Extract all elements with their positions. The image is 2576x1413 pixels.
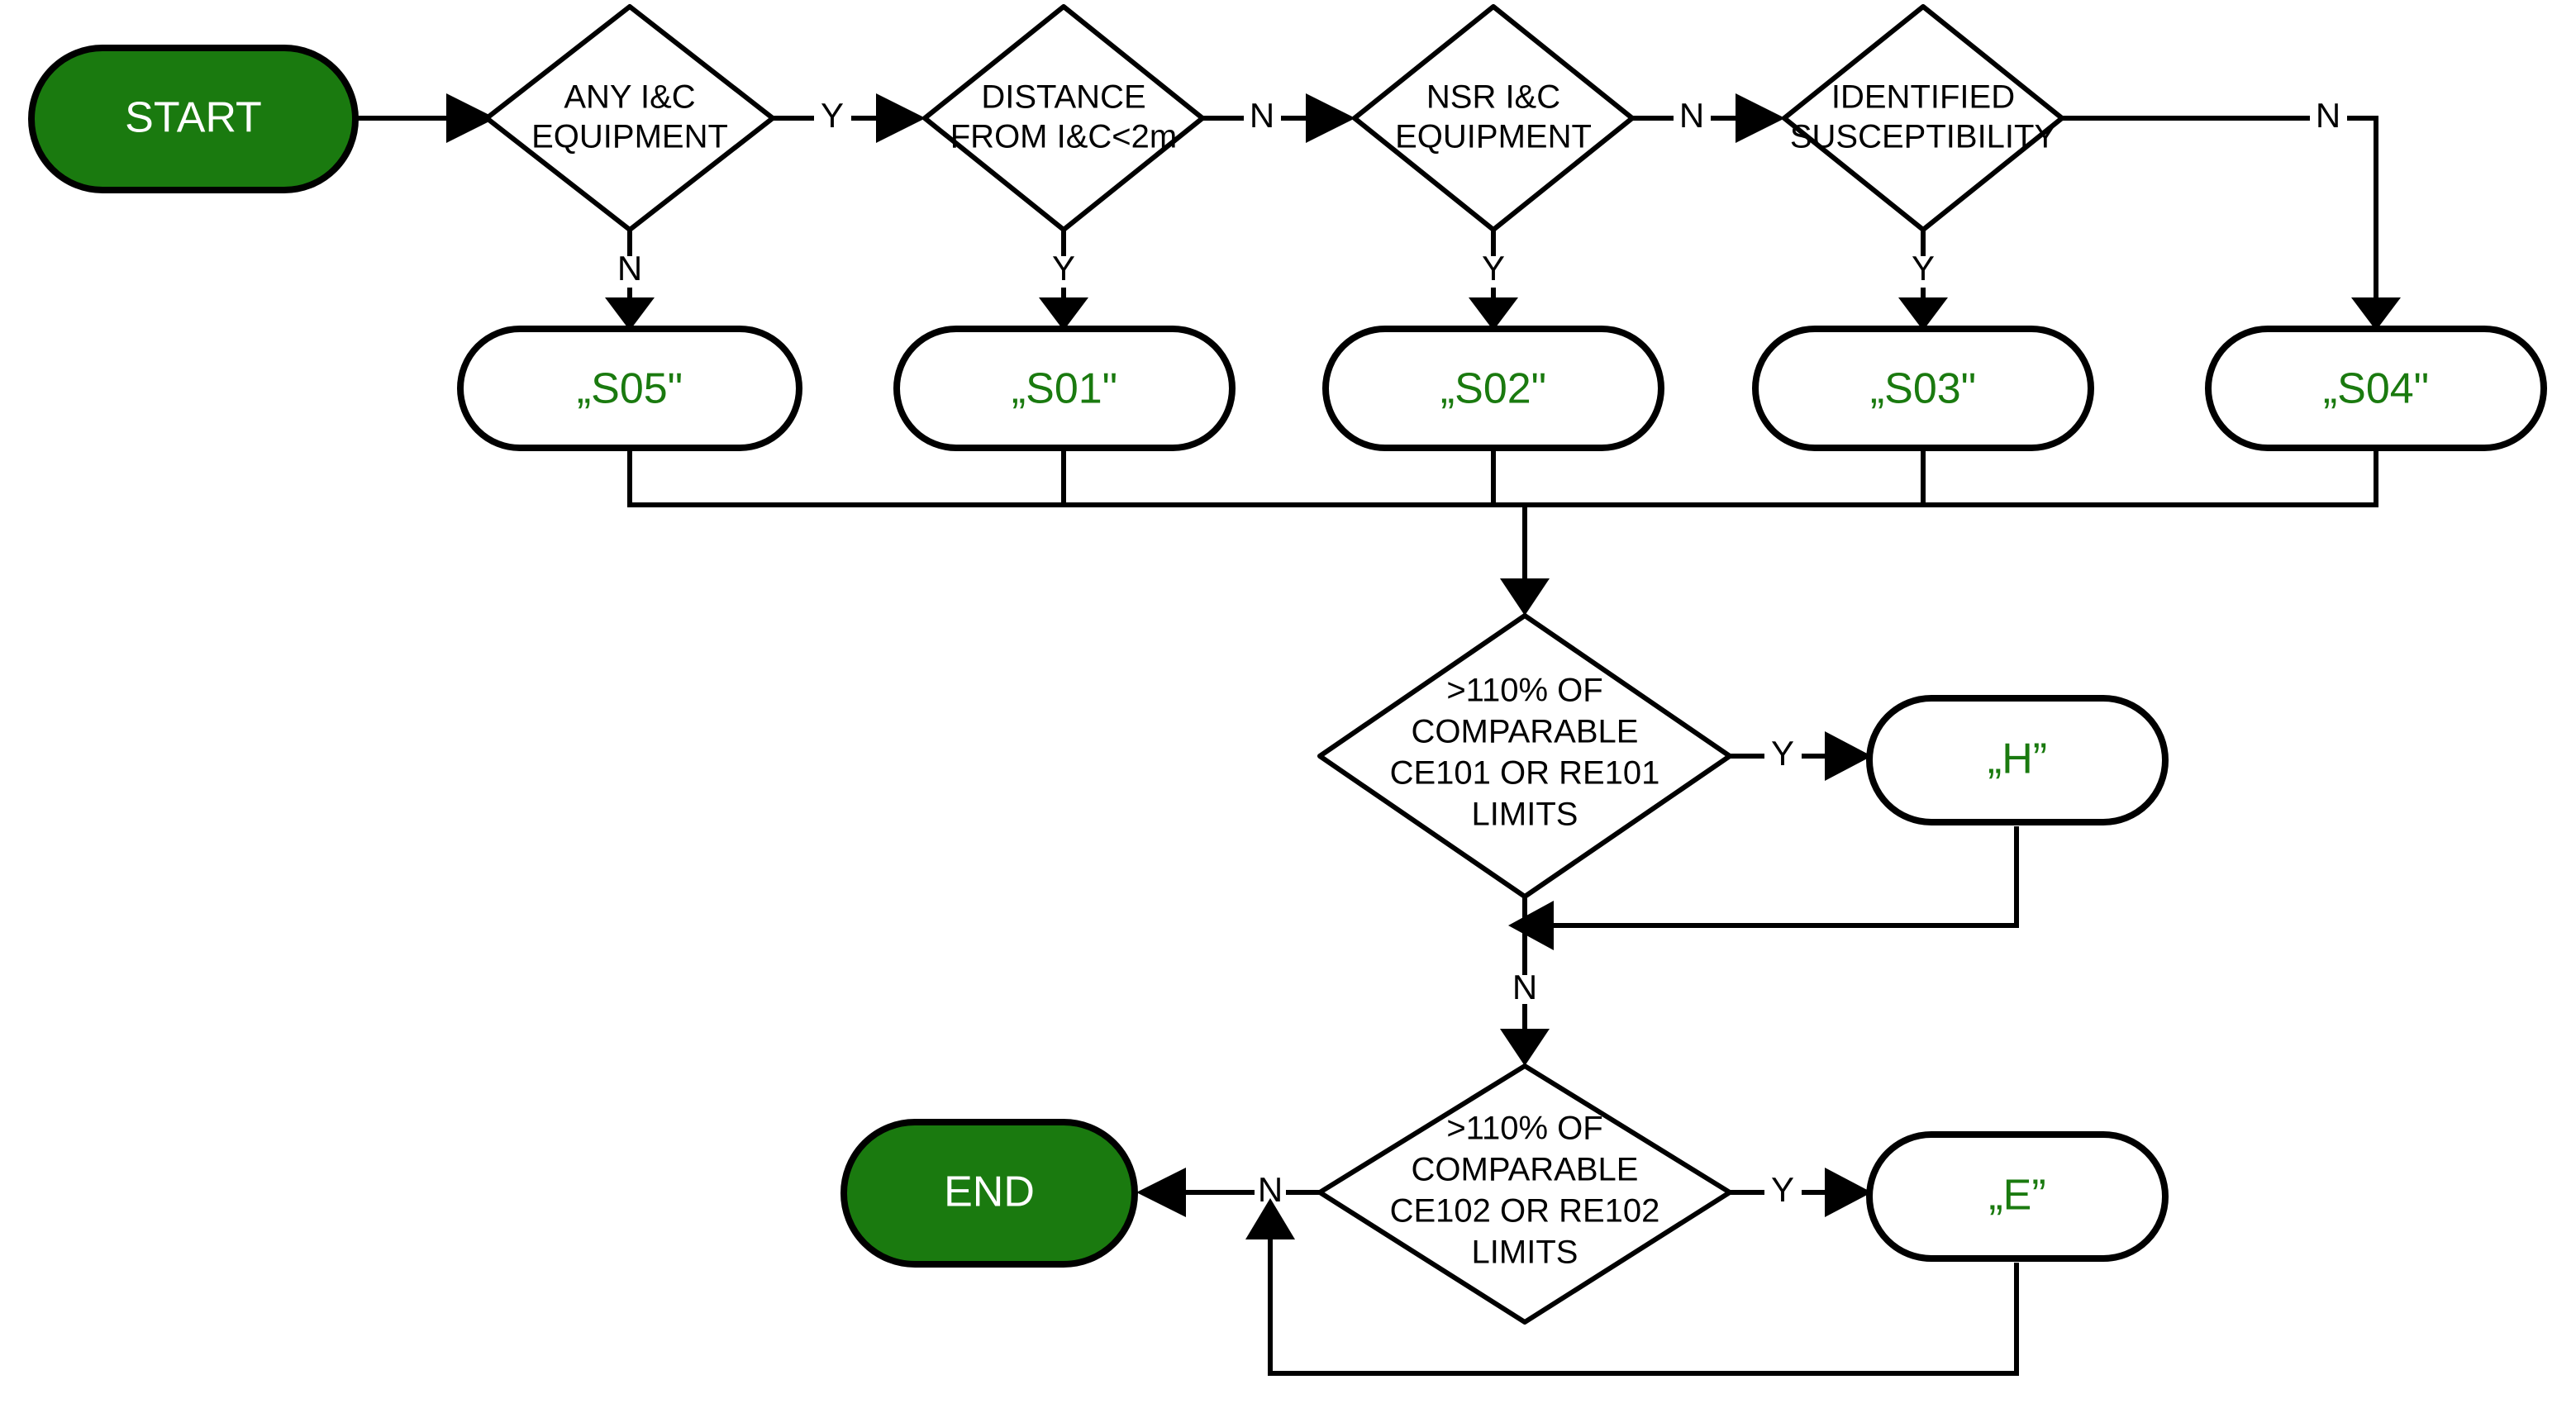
node-start-label: START: [125, 94, 262, 142]
edge-d3-no-to-d4: [1632, 93, 1785, 143]
node-d6-line4: LIMITS: [1472, 1235, 1578, 1271]
node-s01-label: „S01": [1012, 365, 1117, 413]
node-s03-label: „S03": [1870, 365, 1976, 413]
edge-d1-yes-to-d2: [773, 93, 926, 143]
node-h-label: „H”: [1988, 735, 2047, 783]
node-process-h[interactable]: „H”: [1866, 695, 2169, 825]
node-decision-identified-susceptibility[interactable]: IDENTIFIED SUSCEPTIBILITY: [1782, 4, 2064, 232]
node-d3-line1: NSR I&C: [1426, 79, 1560, 116]
node-end-label: END: [944, 1168, 1035, 1216]
node-process-s02[interactable]: „S02": [1322, 326, 1664, 451]
edge-d5-no-to-d6: [1500, 897, 1550, 1066]
node-decision-ce102-re102[interactable]: >110% OF COMPARABLE CE102 OR RE102 LIMIT…: [1317, 1063, 1732, 1325]
node-process-s01[interactable]: „S01": [893, 326, 1236, 451]
node-start[interactable]: START: [28, 45, 359, 193]
edge-d2-no-to-d3: [1202, 93, 1355, 143]
node-decision-distance-from-ic[interactable]: DISTANCE FROM I&C<2m: [922, 4, 1205, 232]
edge-h-feedback: [1508, 826, 2019, 950]
edge-label-d6-yes: Y: [1771, 1170, 1794, 1209]
node-process-s03[interactable]: „S03": [1752, 326, 2094, 451]
edge-label-d3-yes: Y: [1482, 249, 1505, 288]
node-d6-line1: >110% OF: [1446, 1111, 1602, 1147]
node-d5-line3: CE101 OR RE101: [1390, 755, 1660, 792]
node-d2-line2: FROM I&C<2m: [950, 119, 1177, 155]
edge-label-d5-yes: Y: [1771, 734, 1794, 773]
edge-merge-bus: [627, 446, 2378, 616]
node-s04-label: „S04": [2323, 365, 2429, 413]
edge-label-d6-no: N: [1258, 1170, 1283, 1209]
node-decision-ce101-re101[interactable]: >110% OF COMPARABLE CE101 OR RE101 LIMIT…: [1317, 613, 1732, 899]
node-d1-line2: EQUIPMENT: [531, 119, 728, 155]
node-decision-any-ic-equipment[interactable]: ANY I&C EQUIPMENT: [484, 4, 775, 232]
node-end[interactable]: END: [840, 1119, 1138, 1268]
node-process-s05[interactable]: „S05": [457, 326, 802, 451]
node-s02-label: „S02": [1440, 365, 1546, 413]
node-d4-line1: IDENTIFIED: [1831, 79, 2015, 116]
edge-d6-no-to-end: [1136, 1168, 1320, 1217]
node-d6-line2: COMPARABLE: [1412, 1152, 1639, 1188]
node-d5-line1: >110% OF: [1446, 673, 1602, 709]
node-d5-line4: LIMITS: [1472, 797, 1578, 833]
edge-d4-no-to-s04: [2062, 116, 2401, 331]
edge-label-d2-no: N: [1250, 96, 1274, 135]
node-d5-line2: COMPARABLE: [1412, 714, 1639, 750]
node-process-e[interactable]: „E”: [1866, 1131, 2169, 1262]
node-d6-line3: CE102 OR RE102: [1390, 1193, 1660, 1230]
edge-d6-yes-to-e: [1730, 1168, 1872, 1217]
edge-d5-yes-to-h: [1730, 731, 1872, 781]
node-e-label: „E”: [1988, 1172, 2045, 1220]
edge-label-d4-yes: Y: [1912, 249, 1935, 288]
node-d3-line2: EQUIPMENT: [1395, 119, 1592, 155]
node-decision-nsr-ic-equipment[interactable]: NSR I&C EQUIPMENT: [1352, 4, 1635, 232]
edge-label-d2-yes: Y: [1052, 249, 1075, 288]
edge-label-d1-no: N: [617, 249, 642, 288]
edge-label-d3-no: N: [1679, 96, 1704, 135]
edge-e-feedback: [1245, 1198, 2019, 1376]
node-process-s04[interactable]: „S04": [2205, 326, 2547, 451]
edge-label-d1-yes: Y: [821, 96, 844, 135]
edge-start-to-d1: [355, 93, 496, 143]
edge-label-d5-no: N: [1512, 968, 1537, 1006]
node-d2-line1: DISTANCE: [981, 79, 1145, 116]
edge-label-d4-no: N: [2316, 96, 2340, 135]
node-d1-line1: ANY I&C: [564, 79, 695, 116]
node-s05-label: „S05": [577, 365, 683, 413]
node-d4-line2: SUSCEPTIBILITY: [1790, 119, 2056, 155]
